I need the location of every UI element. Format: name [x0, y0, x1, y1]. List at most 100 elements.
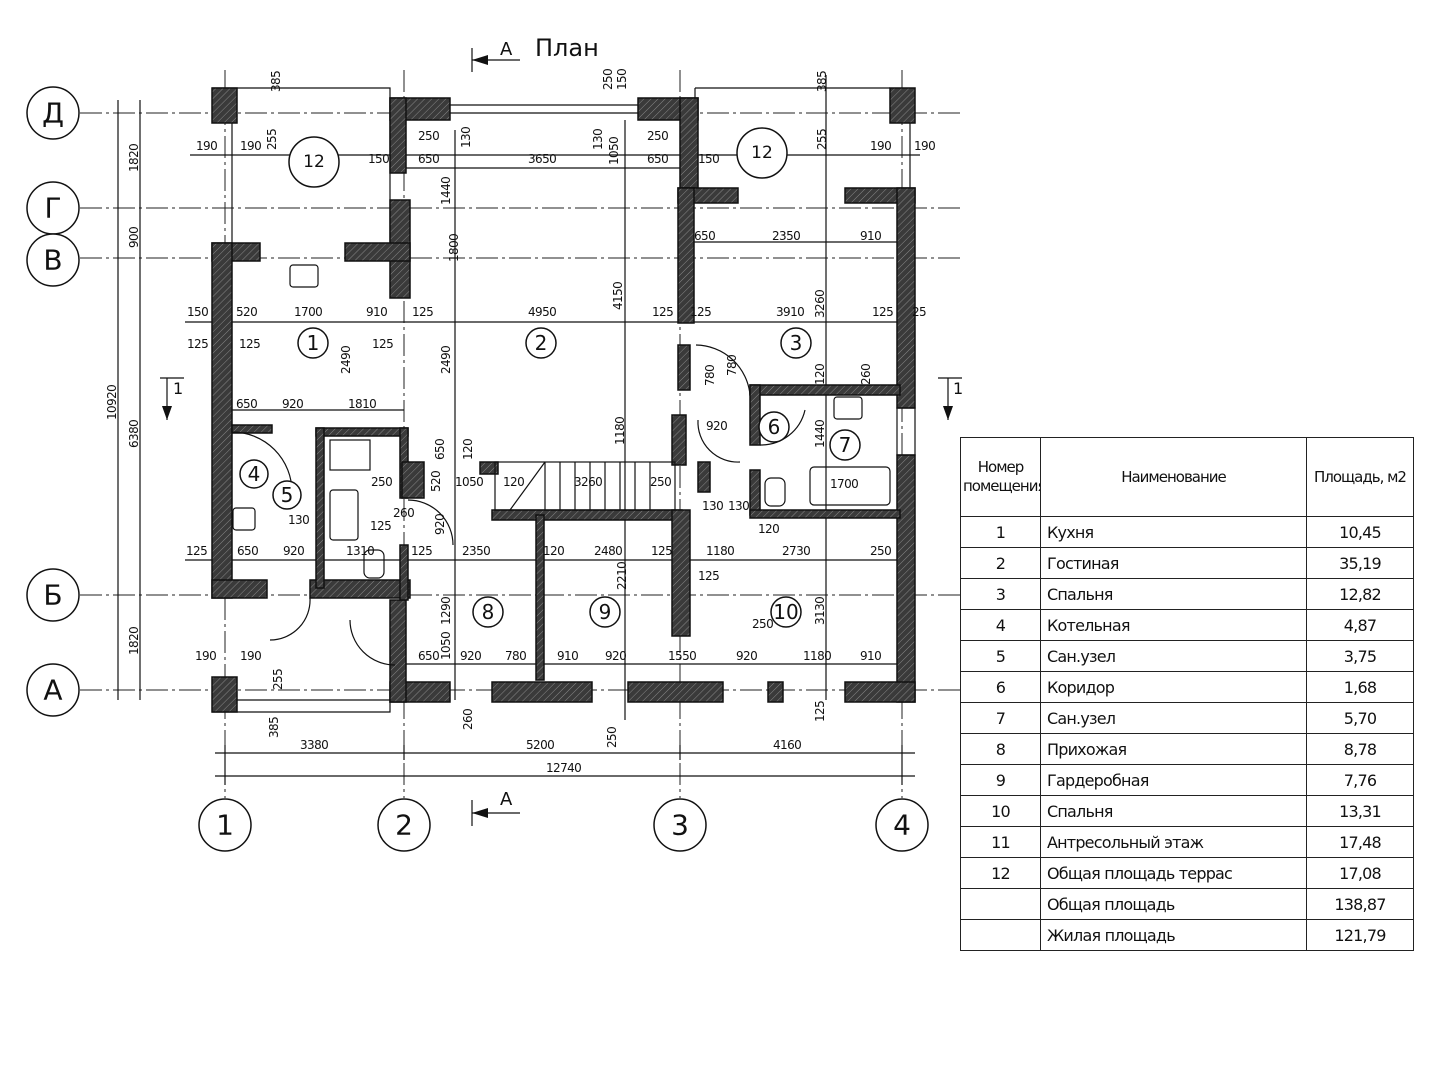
dimension-label: 125 [651, 544, 672, 558]
dimension-label: 250 [605, 727, 619, 748]
dimension-label: 780 [703, 365, 717, 386]
dimension-label: 910 [366, 305, 387, 319]
dimension-label: 520 [236, 305, 257, 319]
dimension-label: 250 [647, 129, 668, 143]
room-name: Гардеробная [1040, 764, 1307, 796]
dimension-label: 650 [237, 544, 258, 558]
dimension-label: 2490 [439, 346, 453, 374]
room-marker-2: 2 [525, 327, 557, 359]
room-area: 3,75 [1306, 640, 1414, 672]
dimension-label: 1800 [447, 234, 461, 262]
dimension-label: 1180 [706, 544, 734, 558]
dimension-label: 780 [505, 649, 526, 663]
svg-text:4: 4 [893, 809, 911, 842]
dimension-label: 1050 [607, 137, 621, 165]
svg-text:3: 3 [671, 809, 689, 842]
svg-text:6: 6 [768, 415, 781, 439]
dimension-label: 920 [282, 397, 303, 411]
axis-bubble-a: А [26, 663, 80, 717]
room-area: 17,48 [1306, 826, 1414, 858]
dimension-label: 650 [647, 152, 668, 166]
room-marker-5: 5 [272, 480, 302, 510]
room-name: Гостиная [1040, 547, 1307, 579]
plan-title: А План [471, 34, 599, 72]
dimension-label: 255 [815, 129, 829, 150]
room-schedule-table: Номер помещения Наименование Площадь, м2… [960, 437, 1414, 951]
svg-text:3: 3 [790, 331, 803, 355]
dimension-label: 130 [702, 499, 723, 513]
room-name: Коридор [1040, 671, 1307, 703]
dimension-label: 190 [196, 139, 217, 153]
dimension-label: 150 [698, 152, 719, 166]
dimension-label: 1310 [346, 544, 374, 558]
room-number: 3 [960, 578, 1041, 610]
dimension-label: 190 [914, 139, 935, 153]
dimension-label: 260 [461, 709, 475, 730]
axis-bubble-1: 1 [198, 798, 252, 852]
svg-text:7: 7 [839, 433, 852, 457]
room-number: 12 [960, 857, 1041, 889]
dimension-label: 120 [461, 439, 475, 460]
header-number: Номер помещения [960, 437, 1041, 517]
dimension-label: 920 [736, 649, 757, 663]
dimension-label: 4150 [611, 282, 625, 310]
dimension-label: 255 [265, 129, 279, 150]
svg-text:1: 1 [173, 379, 183, 398]
dimension-label: 125 [186, 544, 207, 558]
dimension-label: 125 [813, 701, 827, 722]
svg-text:10: 10 [773, 600, 798, 624]
svg-text:5: 5 [281, 483, 294, 507]
dimension-label: 120 [813, 364, 827, 385]
svg-text:1: 1 [953, 379, 963, 398]
svg-text:А: А [43, 674, 62, 707]
dimension-label: 125 [239, 337, 260, 351]
room-name: Жилая площадь [1040, 919, 1307, 951]
section-mark-1-left: 1 [160, 377, 184, 420]
dimension-label: 125 [411, 544, 432, 558]
room-marker-6: 6 [758, 411, 790, 443]
axis-bubble-g: Г [26, 181, 80, 235]
dimension-label: 780 [725, 355, 739, 376]
dimension-label: 3260 [813, 290, 827, 318]
room-marker-4: 4 [239, 459, 269, 489]
room-area: 121,79 [1306, 919, 1414, 951]
dimension-label: 150 [368, 152, 389, 166]
dimension-label: 190 [870, 139, 891, 153]
table-header-row: Номер помещения Наименование Площадь, м2 [960, 437, 1414, 517]
plan-title-text: План [535, 34, 599, 62]
axis-bubble-2: 2 [377, 798, 431, 852]
room-area: 4,87 [1306, 609, 1414, 641]
header-name: Наименование [1040, 437, 1307, 517]
room-area: 35,19 [1306, 547, 1414, 579]
svg-text:2: 2 [535, 331, 548, 355]
dimension-label: 25 [912, 305, 926, 319]
room-name: Спальня [1040, 578, 1307, 610]
dimension-label: 385 [269, 71, 283, 92]
room-number: 7 [960, 702, 1041, 734]
dimension-label: 2350 [772, 229, 800, 243]
room-marker-8: 8 [472, 596, 504, 628]
room-number: 1 [960, 516, 1041, 548]
room-area: 5,70 [1306, 702, 1414, 734]
staircase [494, 461, 676, 511]
room-number: 4 [960, 609, 1041, 641]
svg-text:12: 12 [751, 143, 773, 163]
svg-text:2: 2 [395, 809, 413, 842]
room-area: 13,31 [1306, 795, 1414, 827]
dimension-label: 385 [815, 71, 829, 92]
section-mark-a-top: А [500, 39, 513, 60]
dimension-label: 4950 [528, 305, 556, 319]
room-number [960, 919, 1041, 951]
door-swings [231, 344, 806, 666]
room-name: Сан.узел [1040, 640, 1307, 672]
shower-icon [329, 439, 371, 471]
dimension-label: 3380 [300, 738, 328, 752]
